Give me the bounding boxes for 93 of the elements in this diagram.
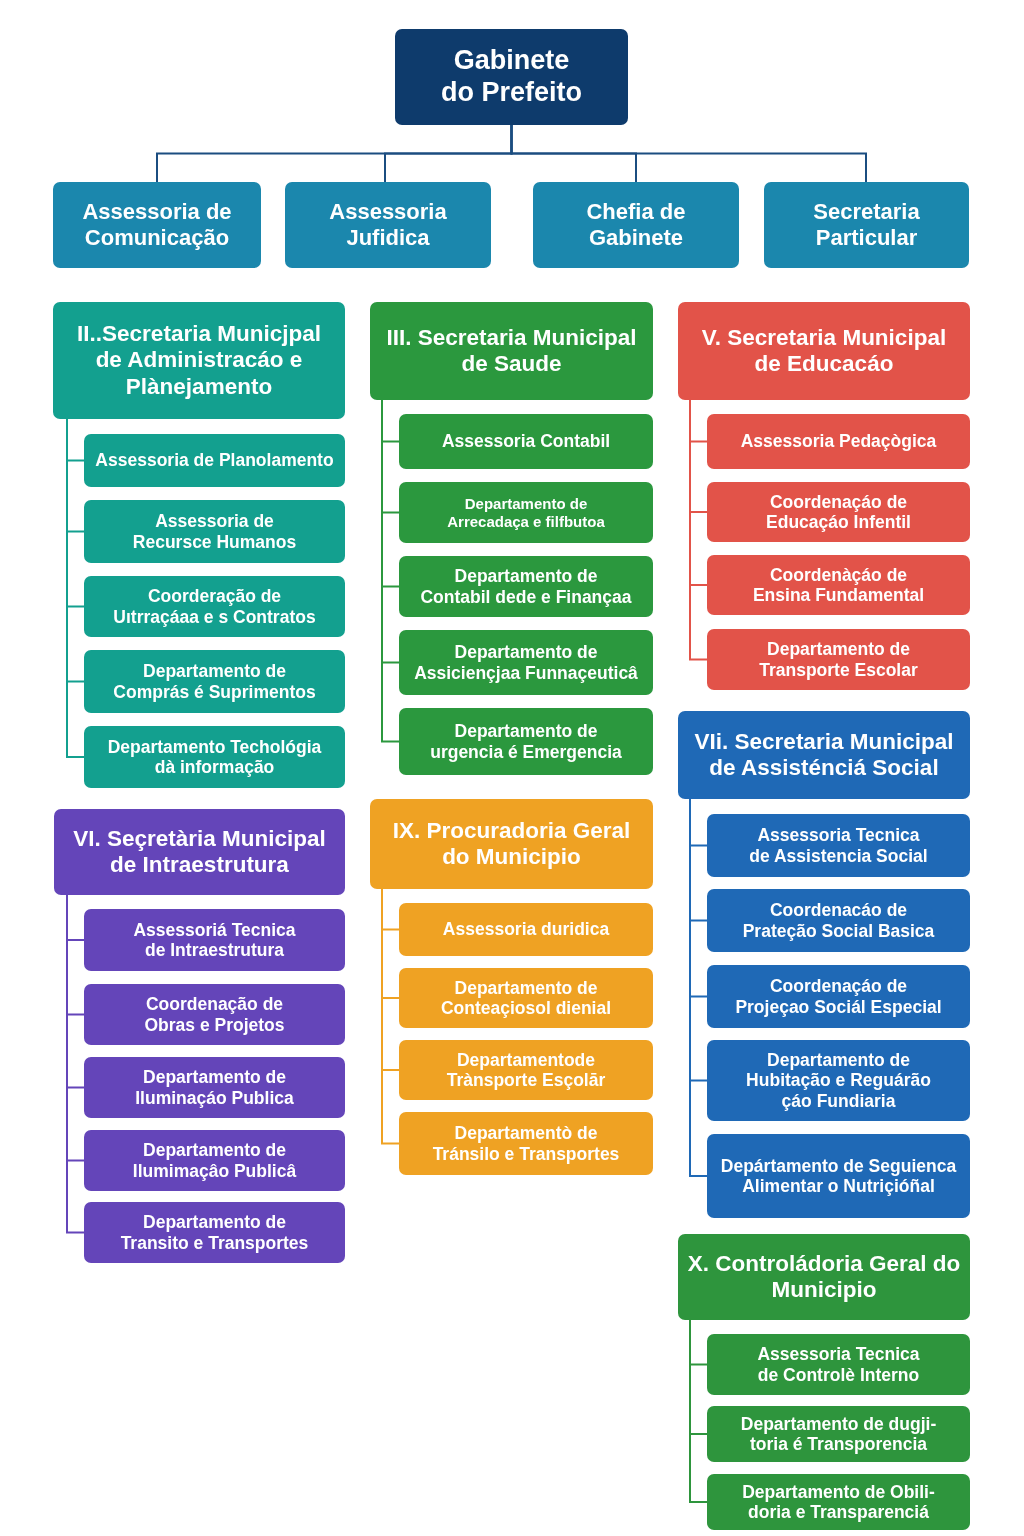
department-box [707,482,970,542]
box-label: Departamentò de Tránsilo e Transportes [431,1123,621,1164]
box-label: Departamento de Obili- doria e Transparenciá [741,1481,936,1523]
box-label: Assessoria Contabil [441,431,611,452]
connector-line [689,1319,708,1503]
department-box [707,555,970,615]
box-label: Gabinete do Prefeito [440,45,583,109]
connector-line [381,888,400,1145]
box-label: Departamento de Transito e Transportes [119,1212,310,1253]
box-label: Coordenação de Obras e Projetos [143,994,286,1035]
box-label: Assessoria Jufidica [328,199,448,251]
department-box [707,629,970,690]
department-box [84,650,345,713]
department-box [84,909,345,971]
box-label: Assessoria Tecnica de Assistencia Social [748,825,929,866]
department-box [707,414,970,469]
connector-line [381,399,400,743]
box-label: Departamento de urgencia é Emergencia [429,721,623,762]
box-label: Departamento de dugji- toria é Transporencia [739,1413,938,1455]
connector-line [66,418,85,758]
department-box [399,903,653,956]
department-box [399,414,653,469]
department-box [399,630,653,695]
department-box [707,1134,970,1218]
connector-line [689,399,708,661]
department-box [84,500,345,563]
box-label: Assessoriá Tecnica de Intraestrutura [132,919,297,961]
box-label: Departamento de Iluminaçáo Publica [134,1067,295,1108]
box-label: Departamentode Trànsporte Esçolār [445,1049,607,1091]
box-label: Assessoria de Recursce Humanos [131,511,298,552]
department-box [707,889,970,952]
department-box [707,1406,970,1462]
department-box [399,708,653,775]
box-label: Departamento de Comprás é Suprimentos [112,661,317,702]
department-box [399,482,653,543]
box-label: Departamento de Arrecadaça e filfbutoa [446,494,606,531]
box-label: II..Secretaria Municjpal de Administracáo e Plànejamento [76,321,322,400]
secretariat-box [678,1234,970,1320]
box-label: Departamento Techológia dà informação [106,736,323,778]
department-box [399,1112,653,1175]
box-label: Departamento de Conteaçiosol dienial [439,977,613,1019]
box-label: Assessoria de Planolamento [95,450,334,471]
box-label: Assessoria Tecnica de Controlè Interno [756,1344,921,1385]
office-box [764,182,969,268]
box-label: Secretaria Particular [812,199,921,251]
box-label: Assessoria de Comunicação [81,199,233,251]
department-box [707,814,970,877]
box-label: Departamento de Contabil dede e Finançaa [419,566,633,607]
box-label: Depártamento de Seguienca Alimentar o Nutriçióñal [719,1155,958,1197]
box-label: Coorderação de Uıtrraçáaa e s Contratos [112,586,317,627]
box-label: Departamento de Ilumimaçâo Publicâ [131,1140,298,1181]
box-label: VI. Seçretària Municipal de Intraestrutura [72,825,327,879]
department-box [399,556,653,617]
department-box [84,984,345,1045]
department-box [84,1130,345,1191]
box-label: Departamento de Assiciençjaa Funnaçeuticâ [413,642,639,683]
office-box [533,182,739,268]
department-box [399,968,653,1028]
box-label: X. Controládoria Geral do Municipio [686,1250,962,1304]
box-label: Departamento de Transporte Escolar [758,639,919,680]
department-box [84,1202,345,1263]
box-label: Chefia de Gabinete [585,199,687,251]
department-box [707,1334,970,1395]
department-box [84,576,345,637]
department-box [399,1040,653,1100]
connector-line [66,894,85,1234]
department-box [707,965,970,1028]
box-label: Assessoria duridica [442,919,610,940]
box-label: IX. Procuradoria Geral do Municipio [391,817,632,871]
box-label: V. Secretaria Municipal de Educacáo [700,324,948,378]
box-label: Coordenaçáo de Educaçáo Infentil [765,491,912,533]
secretariat-box [370,799,653,889]
box-label: Assessoria Pedaçògica [740,431,937,452]
secretariat-box [678,711,970,799]
secretariat-box [53,302,345,419]
office-box [53,182,261,268]
office-box [285,182,491,268]
department-box [707,1040,970,1121]
box-label: Departamento de Hubitação e Reguárão çáo Fundiaria [745,1049,932,1112]
department-box [707,1474,970,1530]
box-label: Coordenàçáo de Ensina Fundamental [751,564,926,606]
box-label: III. Secretaria Municipal de Saude [385,324,638,378]
department-box [84,726,345,788]
secretariat-box [678,302,970,400]
department-box [84,1057,345,1118]
box-label: Coordenacáo de Prateção Social Basica [741,900,936,941]
box-label: Coordenaçáo de Projeçao Sociál Especial [734,976,943,1017]
secretariat-box [370,302,653,400]
connector-line [510,124,867,183]
secretariat-box [54,809,345,895]
department-box [84,434,345,487]
box-label: VIi. Secretaria Municipal de Assisténciá Social [693,728,955,782]
office-box [395,29,628,125]
